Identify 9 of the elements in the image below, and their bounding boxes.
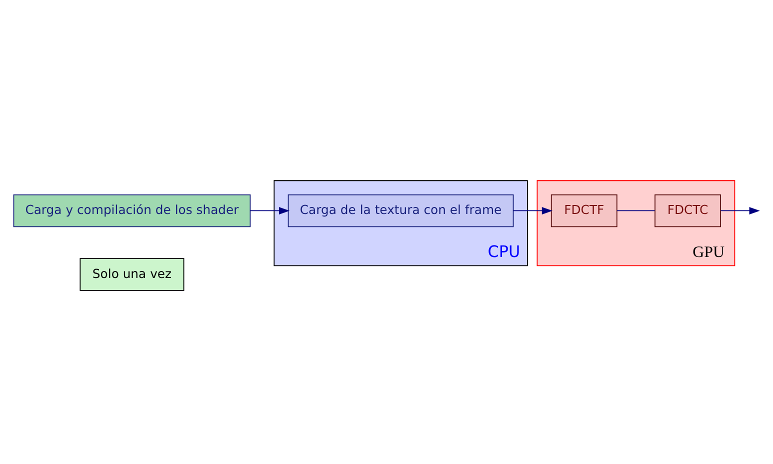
node-box: FDCTF [550,194,618,228]
arrow [250,207,290,214]
arrow [512,207,553,214]
node-box: Solo una vez [80,258,184,291]
node-box: Carga de la textura con el frame [288,194,514,228]
node-box: Carga y compilación de los shader [13,194,251,228]
arrow [720,207,760,214]
node-box: FDCTC [654,194,721,228]
connector [616,210,656,212]
